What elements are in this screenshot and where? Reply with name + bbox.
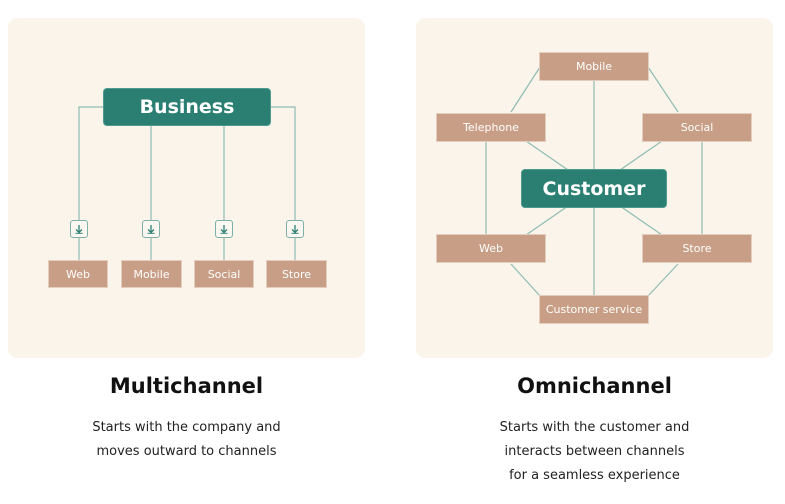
channel-store: Store — [266, 260, 327, 288]
customer-hub: Customer — [521, 169, 667, 208]
arrow-down-icon — [215, 220, 233, 238]
arrow-down-icon — [286, 220, 304, 238]
omnichannel-title: Omnichannel — [517, 374, 672, 398]
omni-channel-mobile: Mobile — [539, 52, 649, 81]
channel-mobile: Mobile — [121, 260, 182, 288]
omni-channel-telephone: Telephone — [436, 113, 546, 142]
multichannel-description: Starts with the company and moves outwar… — [8, 416, 365, 464]
description-line: interacts between channels — [504, 444, 685, 459]
description-line: moves outward to channels — [96, 444, 277, 459]
arrow-down-icon — [142, 220, 160, 238]
channel-web: Web — [48, 260, 108, 288]
channel-social: Social — [194, 260, 254, 288]
description-line: for a seamless experience — [509, 468, 680, 483]
omnichannel-diagram: Mobile Telephone Social Customer Web Sto… — [416, 18, 773, 358]
omni-channel-social: Social — [642, 113, 752, 142]
omnichannel-description: Starts with the customer and interacts b… — [416, 416, 773, 488]
multichannel-connectors — [78, 106, 296, 260]
business-hub: Business — [103, 88, 271, 126]
omni-channel-web: Web — [436, 234, 546, 263]
multichannel-title: Multichannel — [109, 374, 264, 398]
arrow-down-icon — [70, 220, 88, 238]
omni-channel-customer-service: Customer service — [539, 295, 649, 324]
multichannel-diagram: Business Web Mobile Social Store — [8, 18, 365, 358]
connector-store — [271, 106, 296, 220]
description-line: Starts with the company and — [92, 420, 281, 435]
description-line: Starts with the customer and — [499, 420, 690, 435]
connector-web — [78, 106, 103, 220]
omni-channel-store: Store — [642, 234, 752, 263]
